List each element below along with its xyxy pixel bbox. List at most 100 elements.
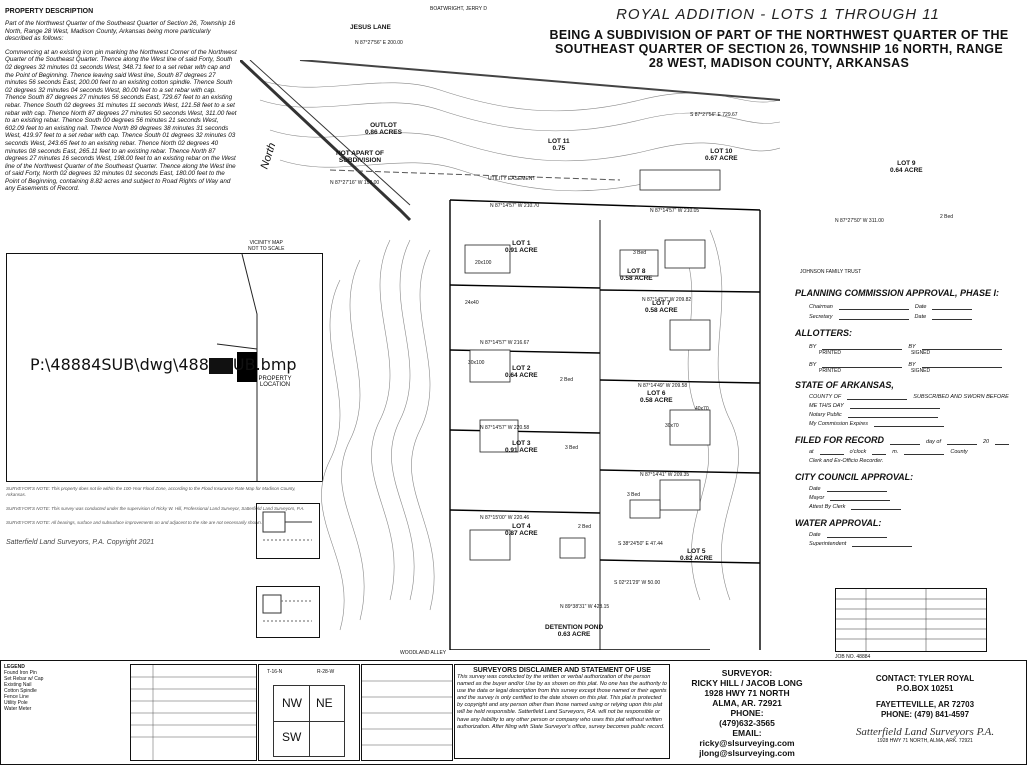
easement-label: UTILITY EASEMENT [488, 176, 536, 182]
file-path-text: P:\48884SUB\dwg\488 [30, 355, 209, 374]
legend-title: LEGEND [4, 664, 25, 670]
secretary-label: Secretary [809, 314, 833, 320]
description-text: Part of the Northwest Quarter of the Sou… [5, 20, 237, 193]
firm-address: 1928 HWY 71 NORTH, ALMA, ARK. 72921 [877, 738, 973, 744]
bed-label-2: 2 Bed [560, 377, 574, 383]
bearing-10: N 87°14'57" W 220.58 [480, 425, 530, 431]
filed-year-label: 20 [982, 439, 990, 445]
county-label: COUNTY OF [809, 394, 842, 400]
attest-label: Attest By Clerk [809, 504, 846, 510]
contact-city: FAYETTEVILLE, AR 72703 [875, 700, 975, 709]
printed-label-1: PRINTED [819, 350, 841, 356]
subscribed-label: SUBSCRIBED AND SWORN BEFORE [913, 394, 1009, 400]
legend-item-2: Set Rebar w/ Cap [4, 676, 44, 682]
allotters-title: ALLOTTERS: [795, 328, 852, 338]
adjacent-owner-east: JOHNSON FAMILY TRUST [800, 269, 862, 275]
contact-po-box: P.O.BOX 10251 [896, 684, 954, 693]
vicinity-lines [216, 254, 258, 481]
bed-label-1: 3 Bed [633, 250, 647, 256]
quarter-nw: NW [282, 696, 302, 710]
surveyor-phone: (479)632-3565 [719, 718, 775, 728]
surveyor-address-1: 1928 HWY 71 NORTH [704, 688, 790, 698]
allotter-by-3: BY [809, 362, 817, 368]
bearing-3: N 87°27'16" W 198.00 [330, 180, 380, 186]
boundary [449, 199, 761, 650]
contact-name: CONTACT: TYLER ROYAL [875, 674, 975, 683]
superintendent-label: Superintendent [809, 541, 847, 547]
road-woodland-alley: WOODLAND ALLEY [400, 650, 447, 656]
property-location-label: PROPERTY LOCATION [258, 376, 292, 388]
printed-label-2: PRINTED [819, 368, 841, 374]
bearing-5: N 87°14'57" W 210.70 [490, 203, 540, 209]
detail-box-2 [256, 586, 320, 638]
note-1: SURVEYOR'S NOTE: This property does not … [6, 486, 296, 497]
surveyor-title: SURVEYOR: [721, 668, 773, 678]
state-title: STATE OF ARKANSAS, [795, 380, 894, 390]
plat-title: ROYAL ADDITION - LOTS 1 THROUGH 11 [616, 6, 940, 23]
allotter-by-2: BY [908, 344, 916, 350]
surveyor-email-1[interactable]: ricky@slsurveying.com [699, 738, 795, 748]
file-path-end: UB.bmp [232, 355, 297, 374]
not-apart-label: NOT APART OF SUBDIVISION [335, 150, 385, 164]
bearing-2: S 87°27'56" E 729.67 [690, 112, 738, 118]
surveyor-names: RICKY HILL / JACOB LONG [691, 678, 803, 688]
plat-drawing [240, 60, 780, 650]
revision-table-1 [130, 664, 257, 761]
council-date-label: Date [809, 486, 821, 492]
bed-label-5: 2 Bed [578, 524, 592, 530]
legend-item-4: Cotton Spindle [4, 688, 37, 694]
vicinity-scale: NOT TO SCALE [248, 246, 285, 252]
surveyor-email-label: EMAIL: [732, 728, 762, 738]
surveyor-phone-label: PHONE: [730, 708, 764, 718]
quarter-sw: SW [282, 730, 302, 744]
detail-box-1 [256, 503, 320, 559]
bearing-13: N 89°38'31" W 423.15 [560, 604, 610, 610]
structure-label-3: 40x70 [695, 406, 709, 412]
vicinity-label: VICINITY MAP NOT TO SCALE [248, 240, 284, 252]
job-number: JOB NO. 48884 [835, 654, 871, 660]
adjacent-owner-north: BOATWRIGHT, JERRY D [430, 6, 487, 12]
bearing-4: N 87°27'50" W 311.00 [835, 218, 884, 224]
structure-label-2: 30x100 [468, 360, 485, 366]
clerk-label: Clerk and Ex-Officio Recorder. [809, 458, 884, 464]
me-this-day-label: ME THIS DAY [809, 403, 844, 409]
property-location-marker [237, 352, 257, 382]
legend-item-6: Utility Pole [4, 700, 28, 706]
range-label: R-28-W [317, 669, 335, 675]
chairman-label: Chairman [809, 304, 833, 310]
bearing-14: S 38°24'50" E 47.44 [618, 541, 663, 547]
bearing-1: N 87°27'56" E 200.00 [355, 40, 403, 46]
description-para-1: Part of the Northwest Quarter of the Sou… [5, 20, 236, 43]
bearing-15: S 02°21'29" W 50.00 [614, 580, 661, 586]
bearing-9: N 87°14'49" W 209.58 [638, 383, 688, 389]
structure-label-4: 30x70 [665, 423, 679, 429]
road-jesus-lane: JESUS LANE [350, 24, 391, 31]
commission-label: My Commission Expires [809, 421, 868, 427]
revision-table-2 [361, 664, 453, 761]
structures [464, 169, 721, 561]
bed-label-6: 2 Bed [940, 214, 954, 220]
vicinity-file-path: P:\48884SUB\dwg\488 UB.bmp [30, 355, 297, 374]
plat-subtitle: BEING A SUBDIVISION OF PART OF THE NORTH… [549, 28, 1009, 70]
approval-block: PLANNING COMMISSION APPROVAL, PHASE I: C… [795, 288, 1023, 547]
bearing-6: N 87°14'57" W 210.05 [650, 208, 700, 214]
filed-day-label: day of [926, 439, 941, 445]
m-label: m. [892, 449, 899, 455]
surveyor-notes: SURVEYOR'S NOTE: This property does not … [6, 486, 316, 546]
quarter-ne: NE [316, 696, 333, 710]
bed-label-3: 3 Bed [565, 445, 579, 451]
vicinity-title: VICINITY MAP [249, 240, 283, 246]
path-redaction [208, 357, 233, 374]
bearing-11: N 87°14'41" W 209.35 [640, 472, 690, 478]
vicinity-map [6, 253, 323, 482]
note-3: SURVEYOR'S NOTE: All bearings, surface a… [6, 520, 262, 525]
firm-box: Satterfield Land Surveyors P.A. 1928 HWY… [830, 726, 1020, 744]
surveyor-email-2[interactable]: jlong@slsurveying.com [699, 748, 795, 758]
